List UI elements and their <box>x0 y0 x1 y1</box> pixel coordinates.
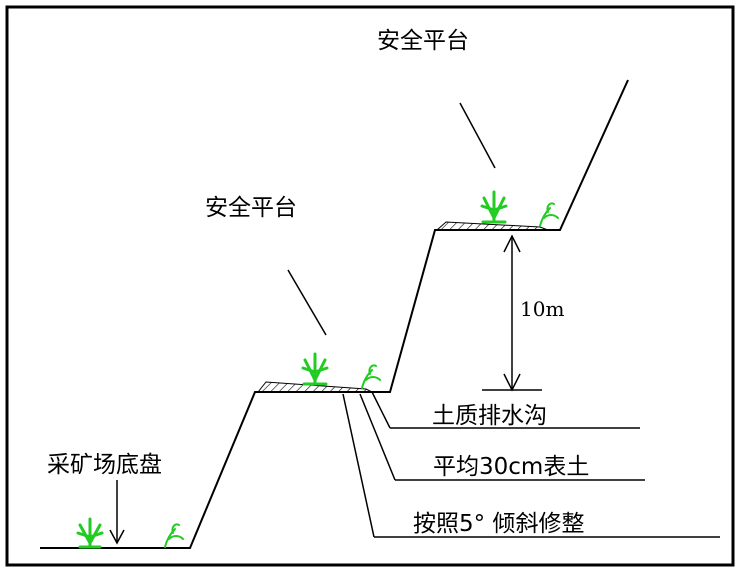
height-label: 10m <box>520 297 564 321</box>
platform-top-label: 安全平台 <box>377 28 469 54</box>
platform-mid-label: 安全平台 <box>205 195 297 221</box>
topsoil-slope-line <box>359 393 396 481</box>
pit-bottom-arrow <box>109 480 125 545</box>
platform-mid-pointer <box>287 269 327 336</box>
sprout-icon <box>539 202 559 227</box>
outer-border <box>5 5 735 567</box>
grass-icon <box>301 352 329 386</box>
height-dimension <box>482 234 542 392</box>
sprout-icon <box>164 523 184 548</box>
regrade-slope-line <box>342 393 375 538</box>
grass-icon <box>480 190 508 224</box>
pit-bottom-label: 采矿场底盘 <box>47 452 162 478</box>
grass-icon <box>76 517 104 549</box>
topsoil-strip-mid <box>256 381 373 393</box>
topsoil-label: 平均30cm表土 <box>433 454 589 480</box>
drain-slope-line <box>371 391 391 429</box>
drain-label: 土质排水沟 <box>432 403 547 429</box>
topsoil-strip-top <box>435 221 549 231</box>
sprout-icon <box>361 364 381 389</box>
platform-top-pointer <box>459 102 496 169</box>
slope-label: 按照5° 倾斜修整 <box>413 511 584 537</box>
